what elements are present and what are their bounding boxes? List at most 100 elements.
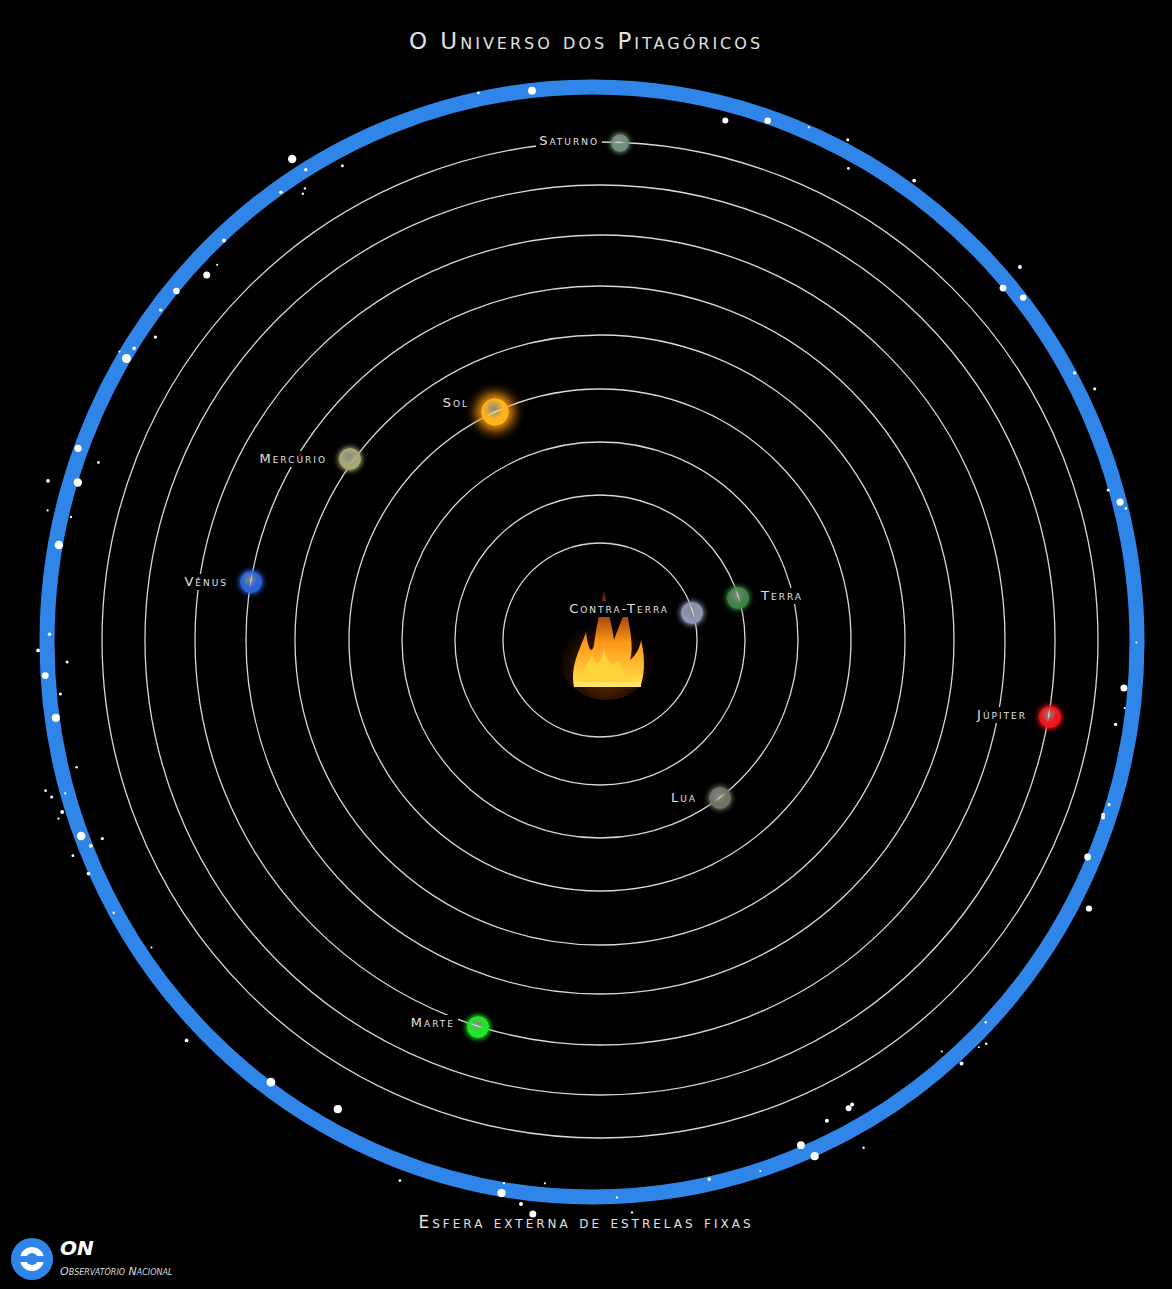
star <box>978 1046 980 1048</box>
star <box>64 792 66 794</box>
star <box>399 1179 402 1182</box>
star <box>846 138 849 141</box>
diagram-title: O Universo dos Pitagóricos <box>0 28 1172 54</box>
star <box>764 117 771 124</box>
star <box>222 239 226 243</box>
logo-text: ON <box>60 1236 94 1260</box>
star <box>811 1152 819 1160</box>
star <box>912 179 916 183</box>
star <box>97 461 100 464</box>
star <box>1086 905 1092 911</box>
star <box>75 445 82 452</box>
planet: Júpiter <box>974 706 1061 728</box>
star <box>808 126 810 128</box>
star <box>528 87 536 95</box>
star <box>1093 387 1096 390</box>
planet: Lua <box>668 787 731 809</box>
planet-label: Júpiter <box>974 707 1030 723</box>
star <box>847 167 850 170</box>
star <box>70 516 72 518</box>
star <box>89 844 93 848</box>
star <box>941 1050 943 1052</box>
star <box>46 479 50 483</box>
star <box>497 1189 505 1197</box>
star <box>203 272 210 279</box>
star <box>1018 265 1022 269</box>
planet-label: Sol <box>440 395 472 411</box>
star <box>60 810 64 814</box>
star <box>101 837 104 840</box>
planet-dot <box>709 787 731 809</box>
planet-dot <box>339 448 361 470</box>
star <box>48 633 51 636</box>
diagram-caption: Esfera externa de estrelas fixas <box>0 1212 1172 1232</box>
planet-dot <box>681 602 703 624</box>
planet-label: Terra <box>758 588 806 604</box>
star <box>850 1103 854 1107</box>
star <box>519 1202 523 1206</box>
star <box>52 714 60 722</box>
star <box>279 190 283 194</box>
star <box>77 832 86 841</box>
star <box>862 1147 864 1149</box>
star <box>57 818 59 820</box>
star <box>267 1078 276 1087</box>
star <box>132 347 136 351</box>
star <box>74 478 82 486</box>
star <box>1135 642 1137 644</box>
star <box>304 187 306 189</box>
planet: Vênus <box>181 571 262 593</box>
star <box>616 1196 618 1198</box>
star <box>503 1182 505 1184</box>
planet-label: Mercúrio <box>256 451 330 467</box>
star <box>985 1021 987 1023</box>
observatory-logo <box>11 1238 53 1280</box>
star <box>825 1119 829 1123</box>
star <box>477 92 480 95</box>
star <box>159 308 162 311</box>
planet-dot <box>240 571 262 593</box>
star <box>1120 684 1127 691</box>
star <box>47 509 49 511</box>
planet-dot <box>1039 706 1061 728</box>
fixed-star-sphere <box>47 87 1137 1197</box>
star <box>55 541 64 550</box>
star <box>75 766 78 769</box>
star <box>341 164 344 167</box>
planet-label: Lua <box>668 790 700 806</box>
star <box>42 672 49 679</box>
planet: Sol <box>440 398 509 426</box>
star <box>112 912 115 915</box>
star <box>44 789 47 792</box>
star <box>1124 707 1126 709</box>
star <box>185 1039 189 1043</box>
star <box>985 1043 988 1046</box>
star <box>1000 285 1007 292</box>
stars <box>36 87 1137 1218</box>
star <box>1073 371 1076 374</box>
star <box>1117 499 1124 506</box>
star <box>87 872 91 876</box>
planet-dot <box>481 398 509 426</box>
star <box>334 1105 342 1113</box>
star <box>708 1178 711 1181</box>
planet: Mercúrio <box>256 448 361 470</box>
star <box>1107 488 1110 491</box>
star <box>122 354 131 363</box>
institution-name: Observatório Nacional <box>60 1265 172 1278</box>
planet-label: Contra-Terra <box>566 601 672 617</box>
star <box>216 264 218 266</box>
planet: Contra-Terra <box>566 602 703 624</box>
star <box>154 335 157 338</box>
star <box>1108 803 1111 806</box>
star <box>960 1061 964 1065</box>
planet: Terra <box>727 587 806 609</box>
star <box>304 168 307 171</box>
orbits <box>102 142 1098 1138</box>
star <box>288 155 296 163</box>
star <box>302 193 304 195</box>
planet: Saturno <box>536 134 629 152</box>
planet-dot <box>467 1016 489 1038</box>
